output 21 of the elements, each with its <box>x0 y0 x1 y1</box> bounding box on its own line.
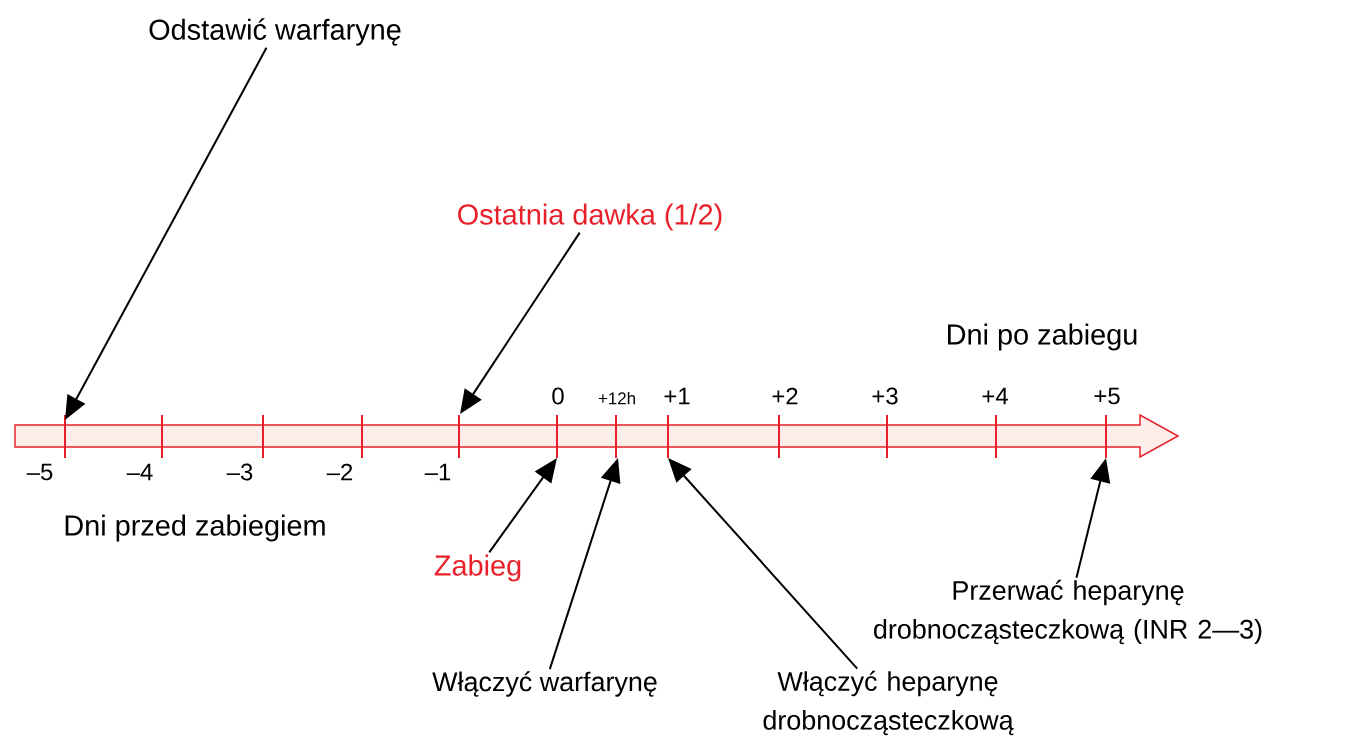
tick-label: –3 <box>226 463 253 481</box>
tick-label: –5 <box>26 463 53 481</box>
axis-title: Dni przed zabiegiem <box>65 514 325 542</box>
callout-text: Przerwać heparynę drobnocząsteczkową (INR 2—3) <box>874 579 1262 645</box>
tick-label: +4 <box>982 387 1008 405</box>
tick-label: 0 <box>552 387 564 405</box>
tick-label: +3 <box>872 387 898 405</box>
callout-text: Zabieg <box>434 554 521 582</box>
leader-arrow <box>668 458 859 670</box>
callout-text: Włączyć warfarynę <box>432 671 657 697</box>
axis-title: Dni po zabiegu <box>948 323 1137 351</box>
tick-label: –2 <box>326 463 353 481</box>
tick-label: +5 <box>1094 387 1120 405</box>
tick-label: –1 <box>424 463 451 481</box>
tick-label: –4 <box>126 463 153 481</box>
callout-text: Ostatnia dawka (1/2) <box>458 203 722 231</box>
tick-label: +1 <box>664 387 690 405</box>
callout-text: Odstawić warfarynę <box>149 18 401 46</box>
tick-label: +2 <box>772 387 798 405</box>
tick-label: +12h <box>598 391 635 405</box>
callout-text: Włączyć heparynę drobnocząsteczkową <box>763 670 1014 736</box>
